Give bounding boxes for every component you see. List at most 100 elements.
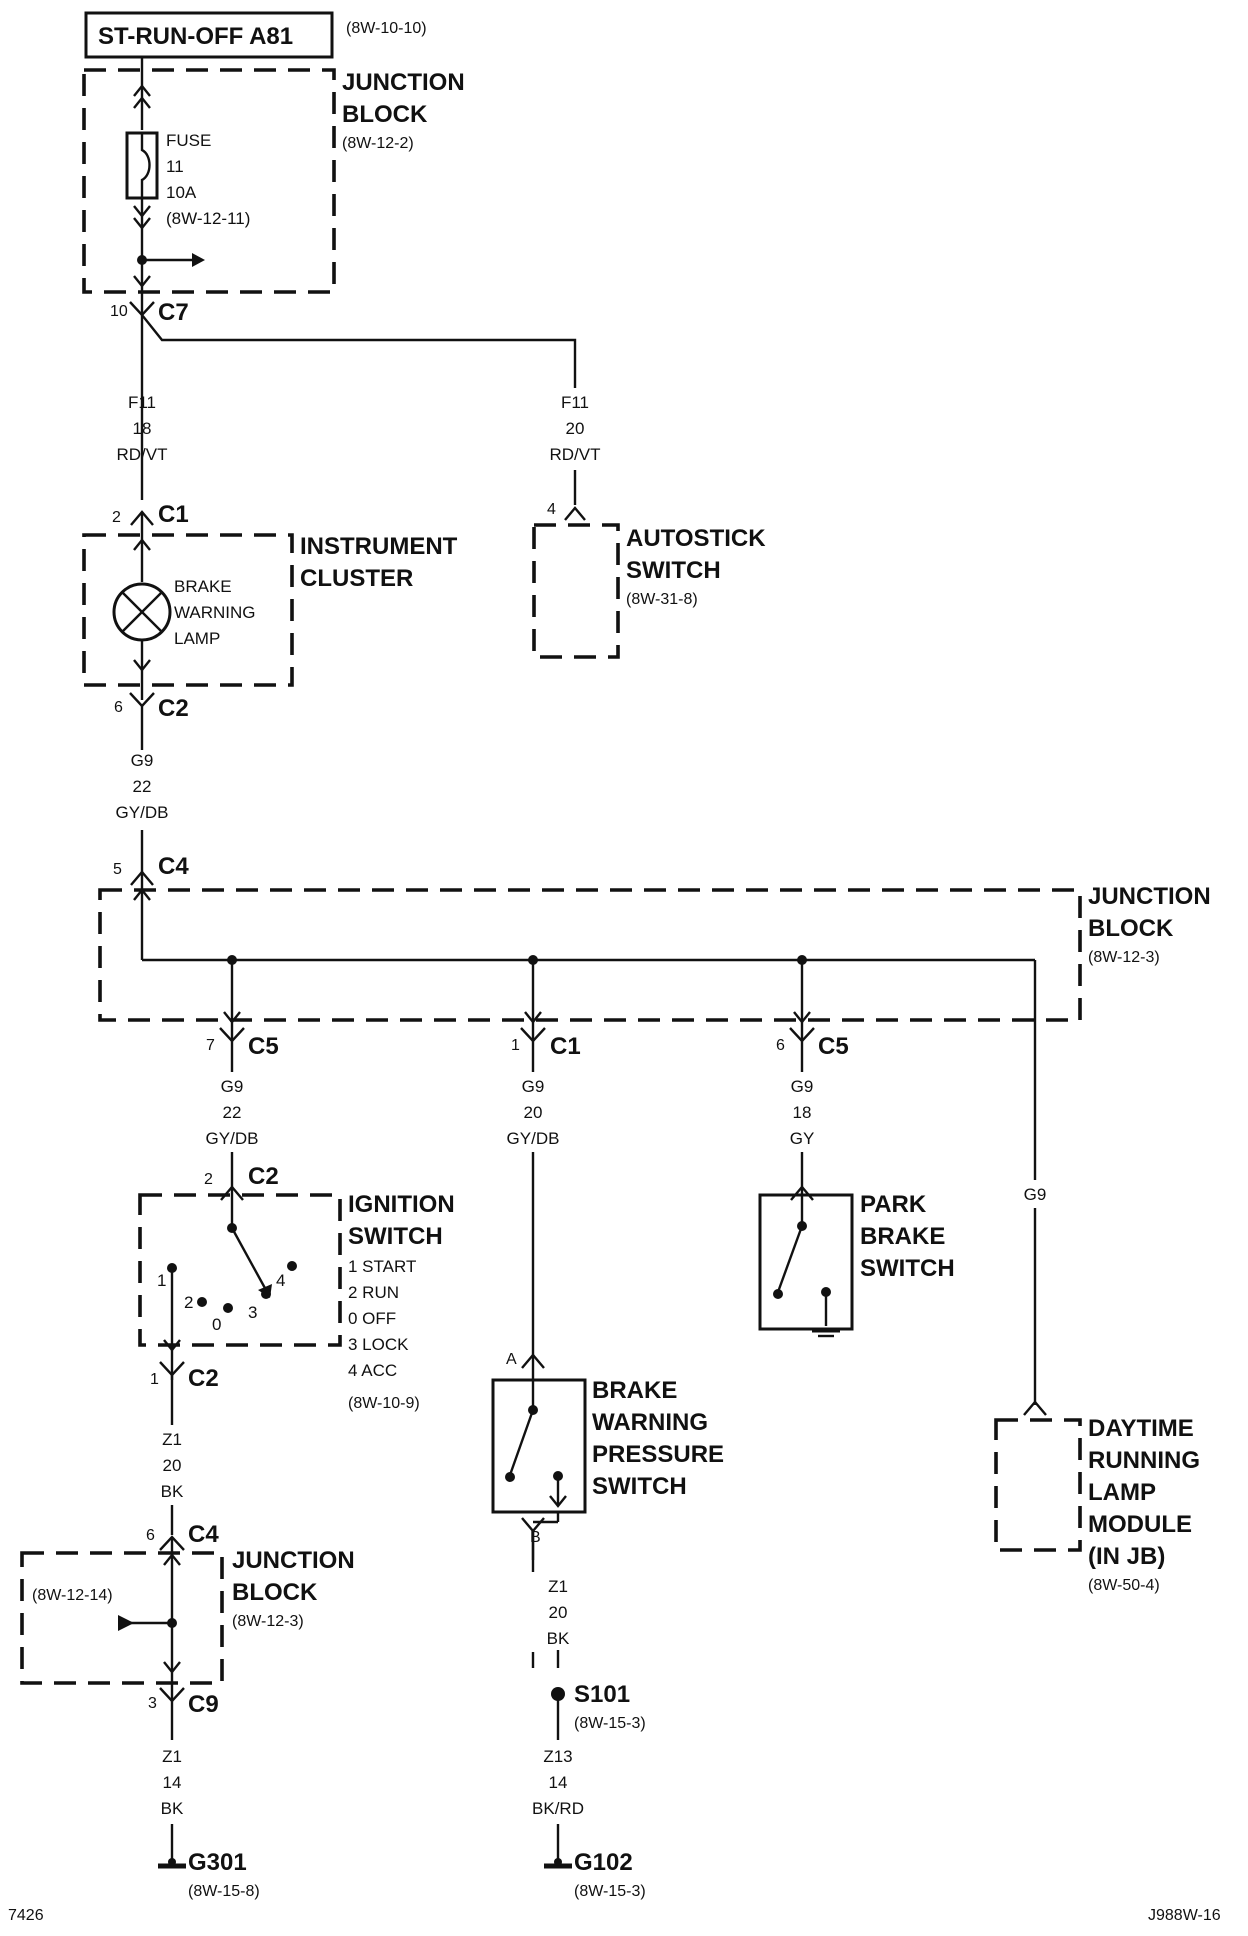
cluster-c1-name: C1 <box>158 501 189 528</box>
c5-right-name: C5 <box>818 1033 849 1060</box>
wire-g9-ign-circuit: G9 <box>221 1077 244 1096</box>
fuse-rating: 10A <box>166 183 197 202</box>
junction-block-top <box>82 68 336 294</box>
c5-left-pin: 7 <box>206 1037 215 1054</box>
source-ref: (8W-10-10) <box>346 20 427 37</box>
park-title2: BRAKE <box>860 1223 945 1250</box>
wire-g9-park-circuit: G9 <box>791 1077 814 1096</box>
c7-pin: 10 <box>110 303 128 320</box>
drl-title4: MODULE <box>1088 1511 1192 1538</box>
jb-mid-title1: JUNCTION <box>1088 883 1211 910</box>
ign-out-pin: 1 <box>150 1371 159 1388</box>
c1-mid-pin: 1 <box>511 1037 520 1054</box>
wire-z13-gauge: 14 <box>549 1773 568 1792</box>
ign-in-pin: 2 <box>204 1171 213 1188</box>
wire-z13-color: BK/RD <box>532 1799 584 1818</box>
cluster-c2-name: C2 <box>158 695 189 722</box>
s101-ref: (8W-15-3) <box>574 1715 646 1732</box>
autostick-title1: AUTOSTICK <box>626 525 766 552</box>
c5-left-name: C5 <box>248 1033 279 1060</box>
jb-mid-c4-name: C4 <box>158 853 189 880</box>
wire-f11-color: RD/VT <box>117 445 168 464</box>
bwps-title2: WARNING <box>592 1409 708 1436</box>
drl-title2: RUNNING <box>1088 1447 1200 1474</box>
wire-g9-park-gauge: 18 <box>793 1103 812 1122</box>
wire-z1-20-mid-gauge: 20 <box>549 1603 568 1622</box>
drl-title5: (IN JB) <box>1088 1543 1165 1570</box>
wire-z1-20-left-color: BK <box>161 1482 184 1501</box>
jb-top-title2: BLOCK <box>342 101 428 128</box>
footer-right: J988W-16 <box>1148 1907 1221 1924</box>
wire-z1-20-left-gauge: 20 <box>163 1456 182 1475</box>
ign-p4: 4 <box>276 1271 285 1290</box>
wire-f11b-color: RD/VT <box>550 445 601 464</box>
s101-name: S101 <box>574 1681 630 1708</box>
ign-p2: 2 <box>184 1293 193 1312</box>
drl-title3: LAMP <box>1088 1479 1156 1506</box>
ign-pos-3: 3 LOCK <box>348 1335 409 1354</box>
wire-g9-bwps-gauge: 20 <box>524 1103 543 1122</box>
jb-mid-c4-pin: 5 <box>113 861 122 878</box>
wire-z1-20-left-circuit: Z1 <box>162 1430 182 1449</box>
wire-g9-22-color: GY/DB <box>116 803 169 822</box>
s101-splice <box>551 1687 565 1701</box>
ign-p3: 3 <box>248 1303 257 1322</box>
jb-top-ref: (8W-12-2) <box>342 135 414 152</box>
junction-block-mid <box>98 888 1082 1022</box>
ign-pos-2: 2 RUN <box>348 1283 399 1302</box>
jb-low-title1: JUNCTION <box>232 1547 355 1574</box>
ign-pos-4: 4 ACC <box>348 1361 397 1380</box>
ign-title2: SWITCH <box>348 1223 443 1250</box>
park-title1: PARK <box>860 1191 927 1218</box>
bwps-pin-a: A <box>506 1351 517 1368</box>
fuse-number: 11 <box>166 157 184 176</box>
footer-left: 7426 <box>8 1907 44 1924</box>
junction-block-low <box>20 1551 224 1685</box>
jb-low-ref-left: (8W-12-14) <box>32 1587 113 1604</box>
ign-p0: 0 <box>212 1315 221 1334</box>
wire-g9-park-color: GY <box>790 1129 815 1148</box>
jb-low-c4-name: C4 <box>188 1521 219 1548</box>
jb-mid-ref: (8W-12-3) <box>1088 949 1160 966</box>
source-box <box>84 11 334 59</box>
wire-z1-20-mid-circuit: Z1 <box>548 1577 568 1596</box>
c5-right-pin: 6 <box>776 1037 785 1054</box>
wire-g9-ign-color: GY/DB <box>206 1129 259 1148</box>
fuse-ref: (8W-12-11) <box>166 209 250 228</box>
jb-low-ref: (8W-12-3) <box>232 1613 304 1630</box>
autostick-switch-box <box>532 523 620 659</box>
park-brake-switch-box <box>758 1193 854 1331</box>
cluster-c1-pin: 2 <box>112 509 121 526</box>
wire-z1-20-mid-color: BK <box>547 1629 570 1648</box>
ign-p1: 1 <box>157 1271 166 1290</box>
wire-g9-bwps-circuit: G9 <box>522 1077 545 1096</box>
wire-z1-14-color: BK <box>161 1799 184 1818</box>
wire-g9-22-circuit: G9 <box>131 751 154 770</box>
wire-g9-bwps-color: GY/DB <box>507 1129 560 1148</box>
g301-name: G301 <box>188 1849 247 1876</box>
g301-ref: (8W-15-8) <box>188 1883 260 1900</box>
drl-title1: DAYTIME <box>1088 1415 1194 1442</box>
autostick-ref: (8W-31-8) <box>626 591 698 608</box>
jb-low-title2: BLOCK <box>232 1579 318 1606</box>
lamp-label2: WARNING <box>174 603 256 622</box>
fuse-label: FUSE <box>166 131 211 150</box>
jb-top-title1: JUNCTION <box>342 69 465 96</box>
g102-name: G102 <box>574 1849 633 1876</box>
ign-in-conn: C2 <box>248 1163 279 1190</box>
wire-z1-14-circuit: Z1 <box>162 1747 182 1766</box>
wire-f11b-circuit: F11 <box>561 393 589 412</box>
park-title3: SWITCH <box>860 1255 955 1282</box>
c1-mid-name: C1 <box>550 1033 581 1060</box>
bwps-pin-b: B <box>530 1529 541 1546</box>
ign-pos-0: 0 OFF <box>348 1309 396 1328</box>
wire-f11-gauge: 18 <box>133 419 152 438</box>
bwps-title4: SWITCH <box>592 1473 687 1500</box>
c9-name: C9 <box>188 1691 219 1718</box>
wire-g9-ign-gauge: 22 <box>223 1103 242 1122</box>
ign-ref: (8W-10-9) <box>348 1395 420 1412</box>
wire-f11b-gauge: 20 <box>566 419 585 438</box>
source-label: ST-RUN-OFF A81 <box>98 23 293 50</box>
ign-pos-1: 1 START <box>348 1257 416 1276</box>
g102-ref: (8W-15-3) <box>574 1883 646 1900</box>
